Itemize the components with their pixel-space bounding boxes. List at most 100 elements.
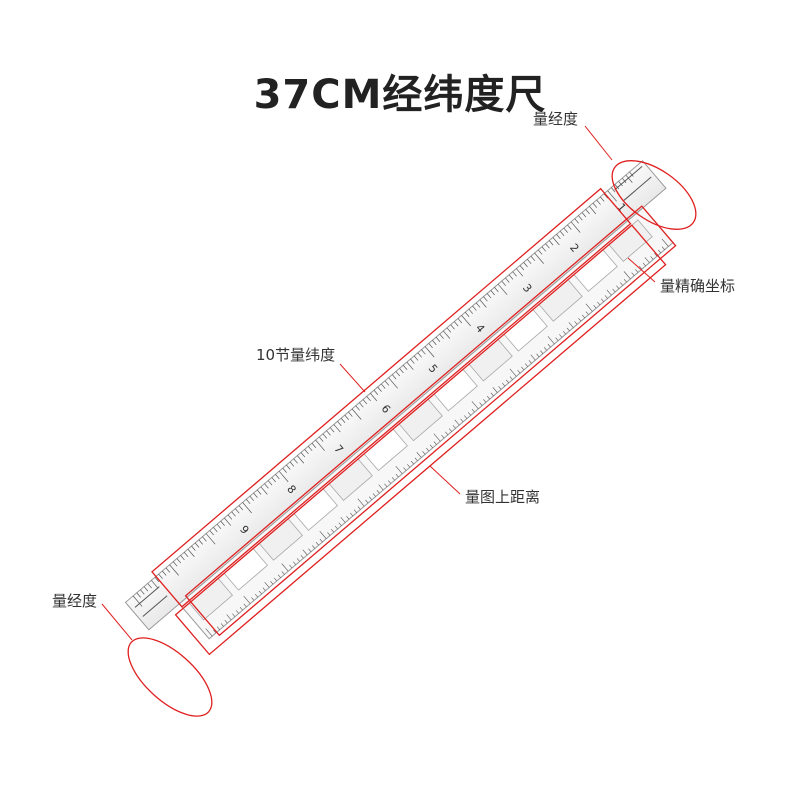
- lower-tick: [623, 278, 627, 283]
- label-ten-section-latitude: 10节量纬度: [256, 346, 336, 364]
- upper-tick: [242, 502, 252, 514]
- upper-tick: [614, 184, 620, 190]
- lower-tick: [524, 363, 528, 367]
- lower-scale-ticks: [205, 238, 669, 637]
- lower-tick: [395, 466, 403, 475]
- upper-tick: [194, 542, 200, 548]
- upper-tick: [282, 467, 287, 473]
- lower-tick: [509, 376, 513, 380]
- upper-tick: [505, 277, 510, 283]
- upper-tick: [344, 414, 349, 420]
- lower-tick: [585, 311, 589, 315]
- lower-tick: [239, 606, 243, 611]
- upper-tick: [483, 296, 488, 302]
- lower-tick: [612, 288, 616, 293]
- upper-tick: [574, 218, 579, 224]
- lower-tick: [547, 343, 551, 348]
- upper-tick: [231, 511, 236, 517]
- lower-tick: [205, 628, 213, 637]
- upper-tick: [362, 399, 368, 405]
- lower-tick: [365, 499, 369, 504]
- upper-tick: [600, 196, 605, 202]
- upper-tick: [253, 492, 258, 498]
- lower-tick: [300, 555, 304, 559]
- upper-tick: [264, 483, 269, 489]
- lower-tick: [492, 387, 498, 393]
- lower-tick: [562, 330, 567, 335]
- lower-tick: [445, 431, 449, 436]
- upper-tick: [461, 315, 471, 327]
- lower-tick: [606, 289, 612, 296]
- lower-tick: [372, 493, 376, 497]
- upper-tick: [406, 361, 414, 370]
- top-longitude-highlight: [611, 160, 697, 230]
- lower-tick: [471, 401, 479, 410]
- upper-tick: [205, 533, 216, 545]
- upper-tick: [286, 464, 291, 470]
- lower-tick: [312, 545, 316, 549]
- lower-tick: [262, 587, 266, 591]
- lower-tick: [410, 460, 414, 465]
- upper-tick: [457, 318, 463, 324]
- upper-tick: [366, 396, 371, 402]
- upper-tick: [293, 458, 298, 464]
- lower-tick: [319, 530, 327, 539]
- upper-tick: [530, 255, 536, 261]
- lower-tick: [220, 623, 224, 627]
- lower-tick: [224, 619, 228, 624]
- lower-tick: [235, 610, 240, 614]
- lower-tick: [639, 265, 643, 270]
- upper-tick: [359, 402, 364, 408]
- upper-tick: [486, 293, 492, 299]
- upper-tick: [329, 427, 335, 433]
- upper-tick: [172, 561, 178, 567]
- lower-tick: [483, 399, 487, 403]
- upper-tick: [227, 514, 233, 520]
- upper-tick: [337, 421, 342, 427]
- lower-tick: [661, 238, 669, 247]
- upper-tick: [297, 455, 305, 464]
- lower-tick: [357, 506, 361, 510]
- upper-tick: [224, 517, 232, 526]
- upper-tick: [443, 330, 451, 339]
- lower-tick: [254, 593, 259, 598]
- upper-tick: [603, 193, 609, 199]
- lower-tick: [616, 285, 620, 289]
- lower-tick: [654, 253, 658, 257]
- upper-tick: [300, 452, 306, 458]
- upper-tick: [629, 171, 634, 177]
- lower-tick: [403, 467, 407, 471]
- upper-scale-ticks: [132, 171, 634, 607]
- upper-tick: [439, 333, 444, 339]
- lower-tick: [543, 347, 548, 351]
- lower-tick: [528, 360, 532, 364]
- upper-tick: [421, 349, 426, 355]
- lower-tick: [293, 561, 297, 565]
- upper-tick: [581, 212, 587, 218]
- upper-tick: [413, 355, 419, 361]
- lower-tick: [340, 517, 346, 523]
- lower-tick: [334, 525, 338, 530]
- upper-tick: [355, 405, 360, 411]
- upper-tick: [326, 430, 331, 436]
- lower-tick: [559, 334, 563, 338]
- upper-tick: [311, 442, 317, 448]
- upper-tick: [391, 374, 397, 380]
- label-top-longitude: 量经度: [533, 110, 579, 128]
- upper-tick: [165, 567, 171, 573]
- label-map-distance: 量图上距离: [465, 488, 541, 506]
- upper-tick: [625, 174, 633, 183]
- lower-tick: [581, 314, 586, 319]
- lower-tick: [642, 262, 646, 267]
- lower-tick: [509, 368, 517, 377]
- upper-tick: [417, 352, 422, 358]
- lower-tick: [319, 538, 323, 543]
- upper-tick: [556, 234, 561, 240]
- upper-tick: [169, 564, 179, 576]
- lower-tick: [471, 408, 475, 413]
- lower-tick: [407, 464, 411, 468]
- upper-tick: [537, 249, 543, 255]
- top-end-scale: [614, 166, 652, 201]
- leader-map-distance: [429, 465, 461, 495]
